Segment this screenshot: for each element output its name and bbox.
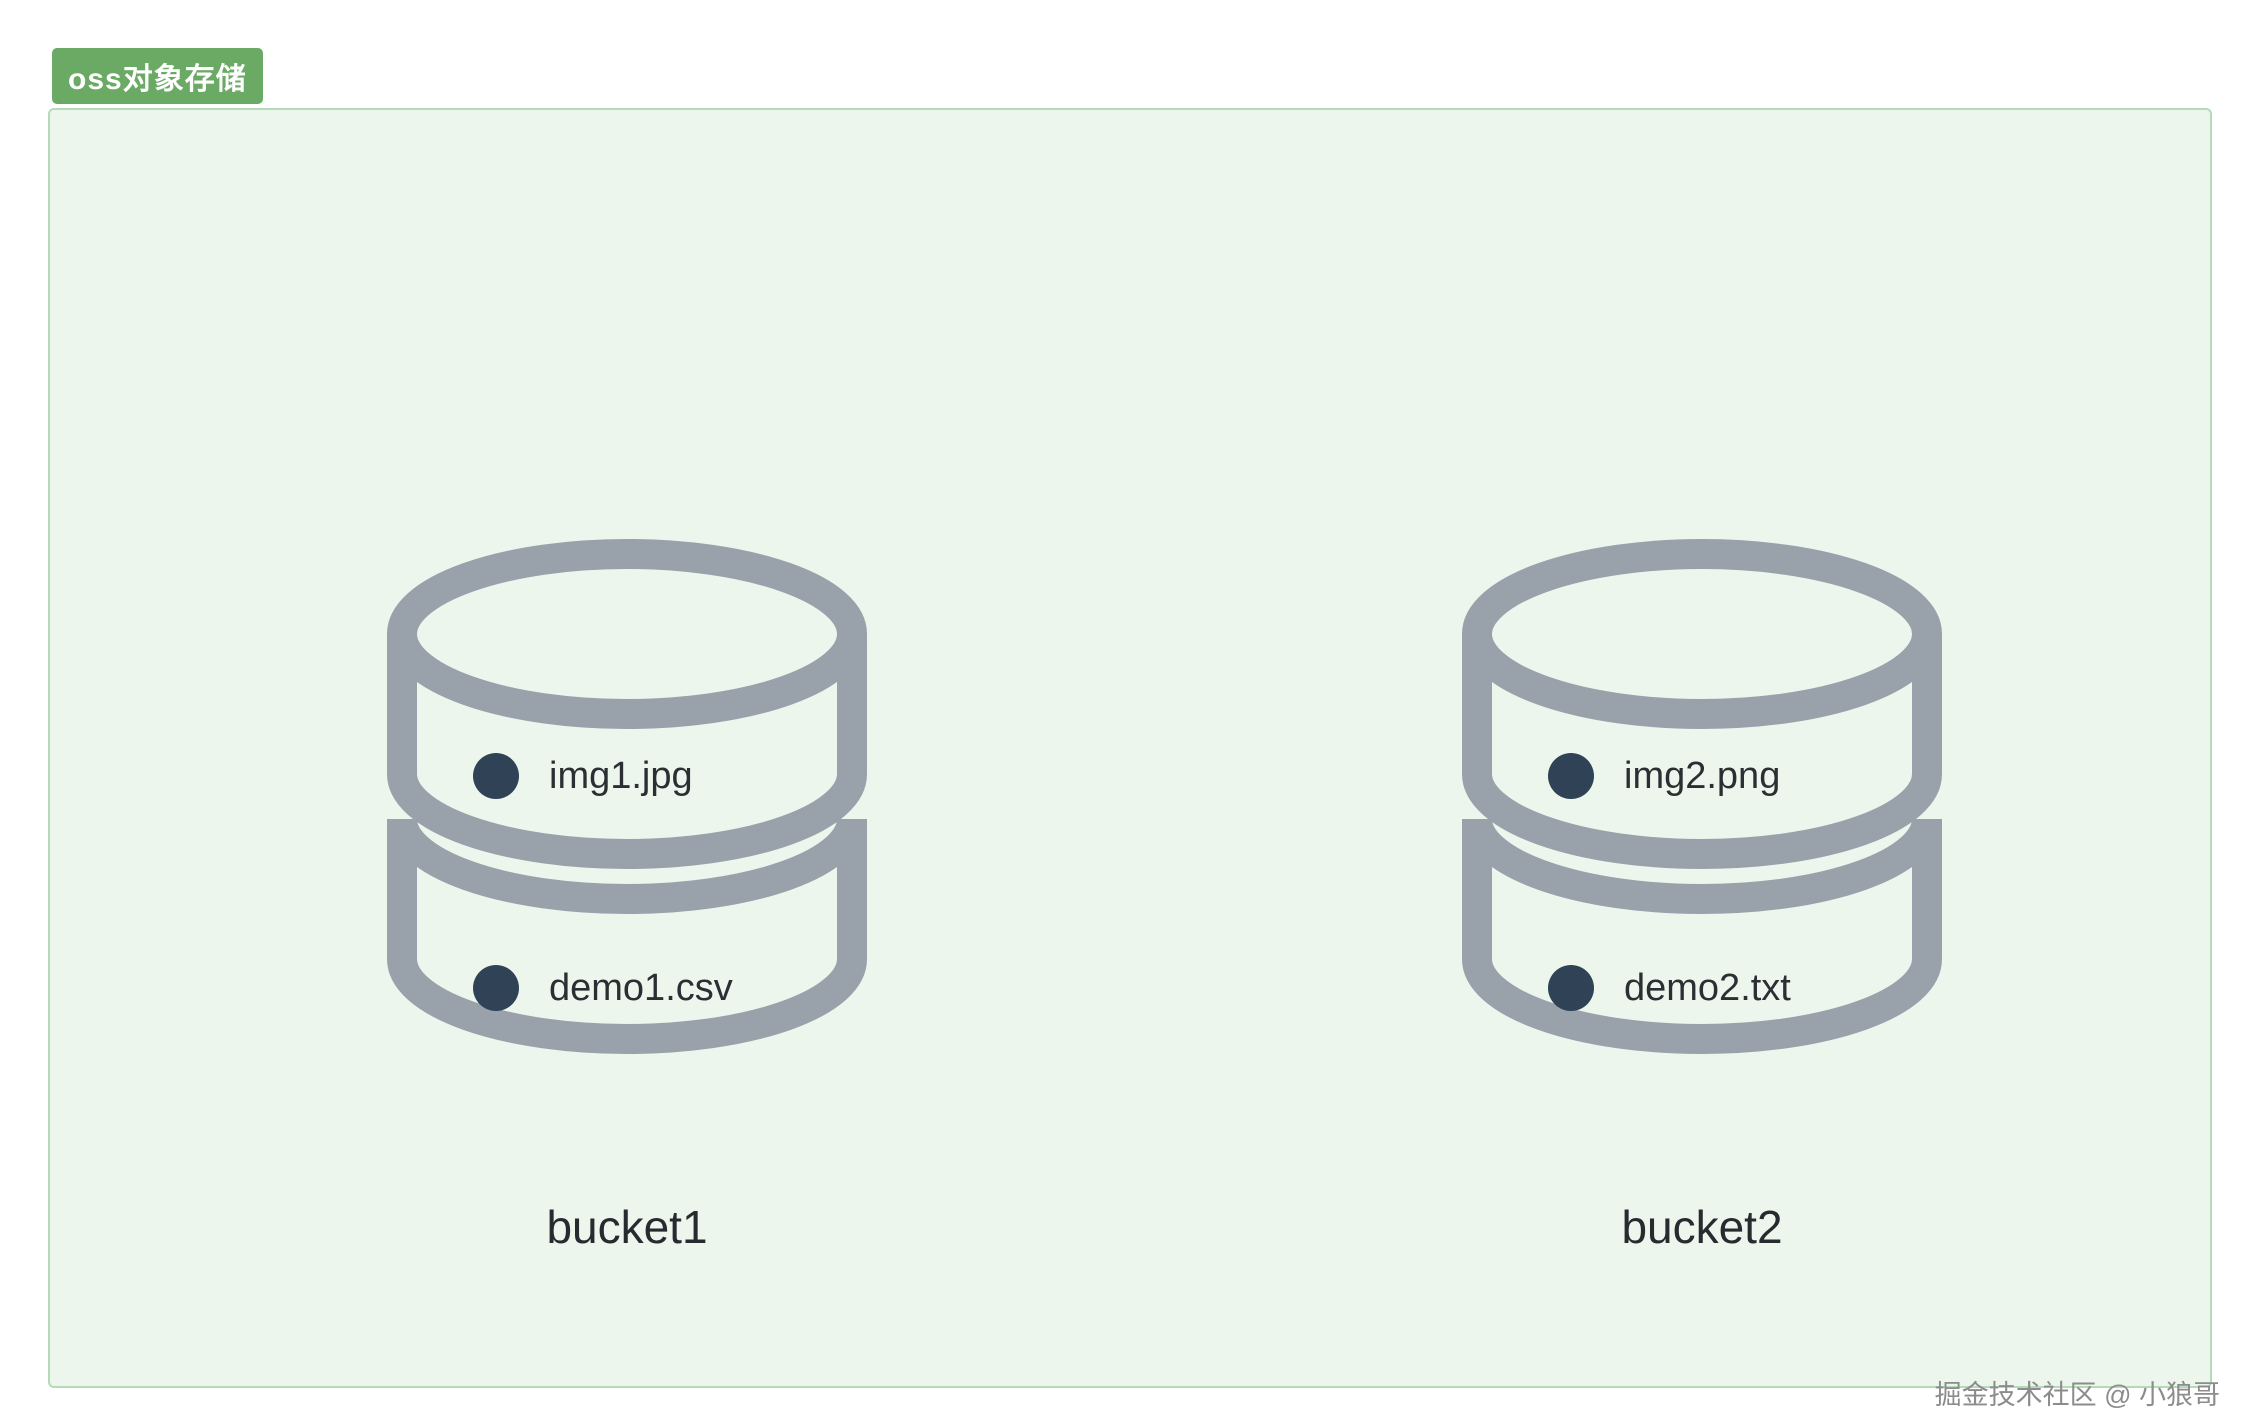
object-dot-icon xyxy=(473,753,519,799)
object-row: demo2.txt xyxy=(1548,965,1791,1011)
object-row: img2.png xyxy=(1548,753,1780,799)
watermark-text: 掘金技术社区 @ 小狼哥 xyxy=(1934,1380,2220,1410)
object-name: demo1.csv xyxy=(549,966,733,1009)
bucket-group-2: img2.png demo2.txt bucket2 xyxy=(1452,534,1952,1274)
object-dot-icon xyxy=(1548,965,1594,1011)
oss-storage-panel: img1.jpg demo1.csv bucket1 img2.png demo… xyxy=(48,108,2212,1388)
diagram-title-tag: oss对象存储 xyxy=(52,48,263,104)
object-row: demo1.csv xyxy=(473,965,733,1011)
object-row: img1.jpg xyxy=(473,753,693,799)
bucket-name-label: bucket2 xyxy=(1621,1201,1783,1253)
object-name: img2.png xyxy=(1624,754,1781,797)
object-name: img1.jpg xyxy=(549,754,693,797)
object-name: demo2.txt xyxy=(1624,966,1791,1009)
bucket-group-1: img1.jpg demo1.csv bucket1 xyxy=(377,534,877,1274)
bucket-name-label: bucket1 xyxy=(546,1201,708,1253)
object-dot-icon xyxy=(1548,753,1594,799)
object-dot-icon xyxy=(473,965,519,1011)
